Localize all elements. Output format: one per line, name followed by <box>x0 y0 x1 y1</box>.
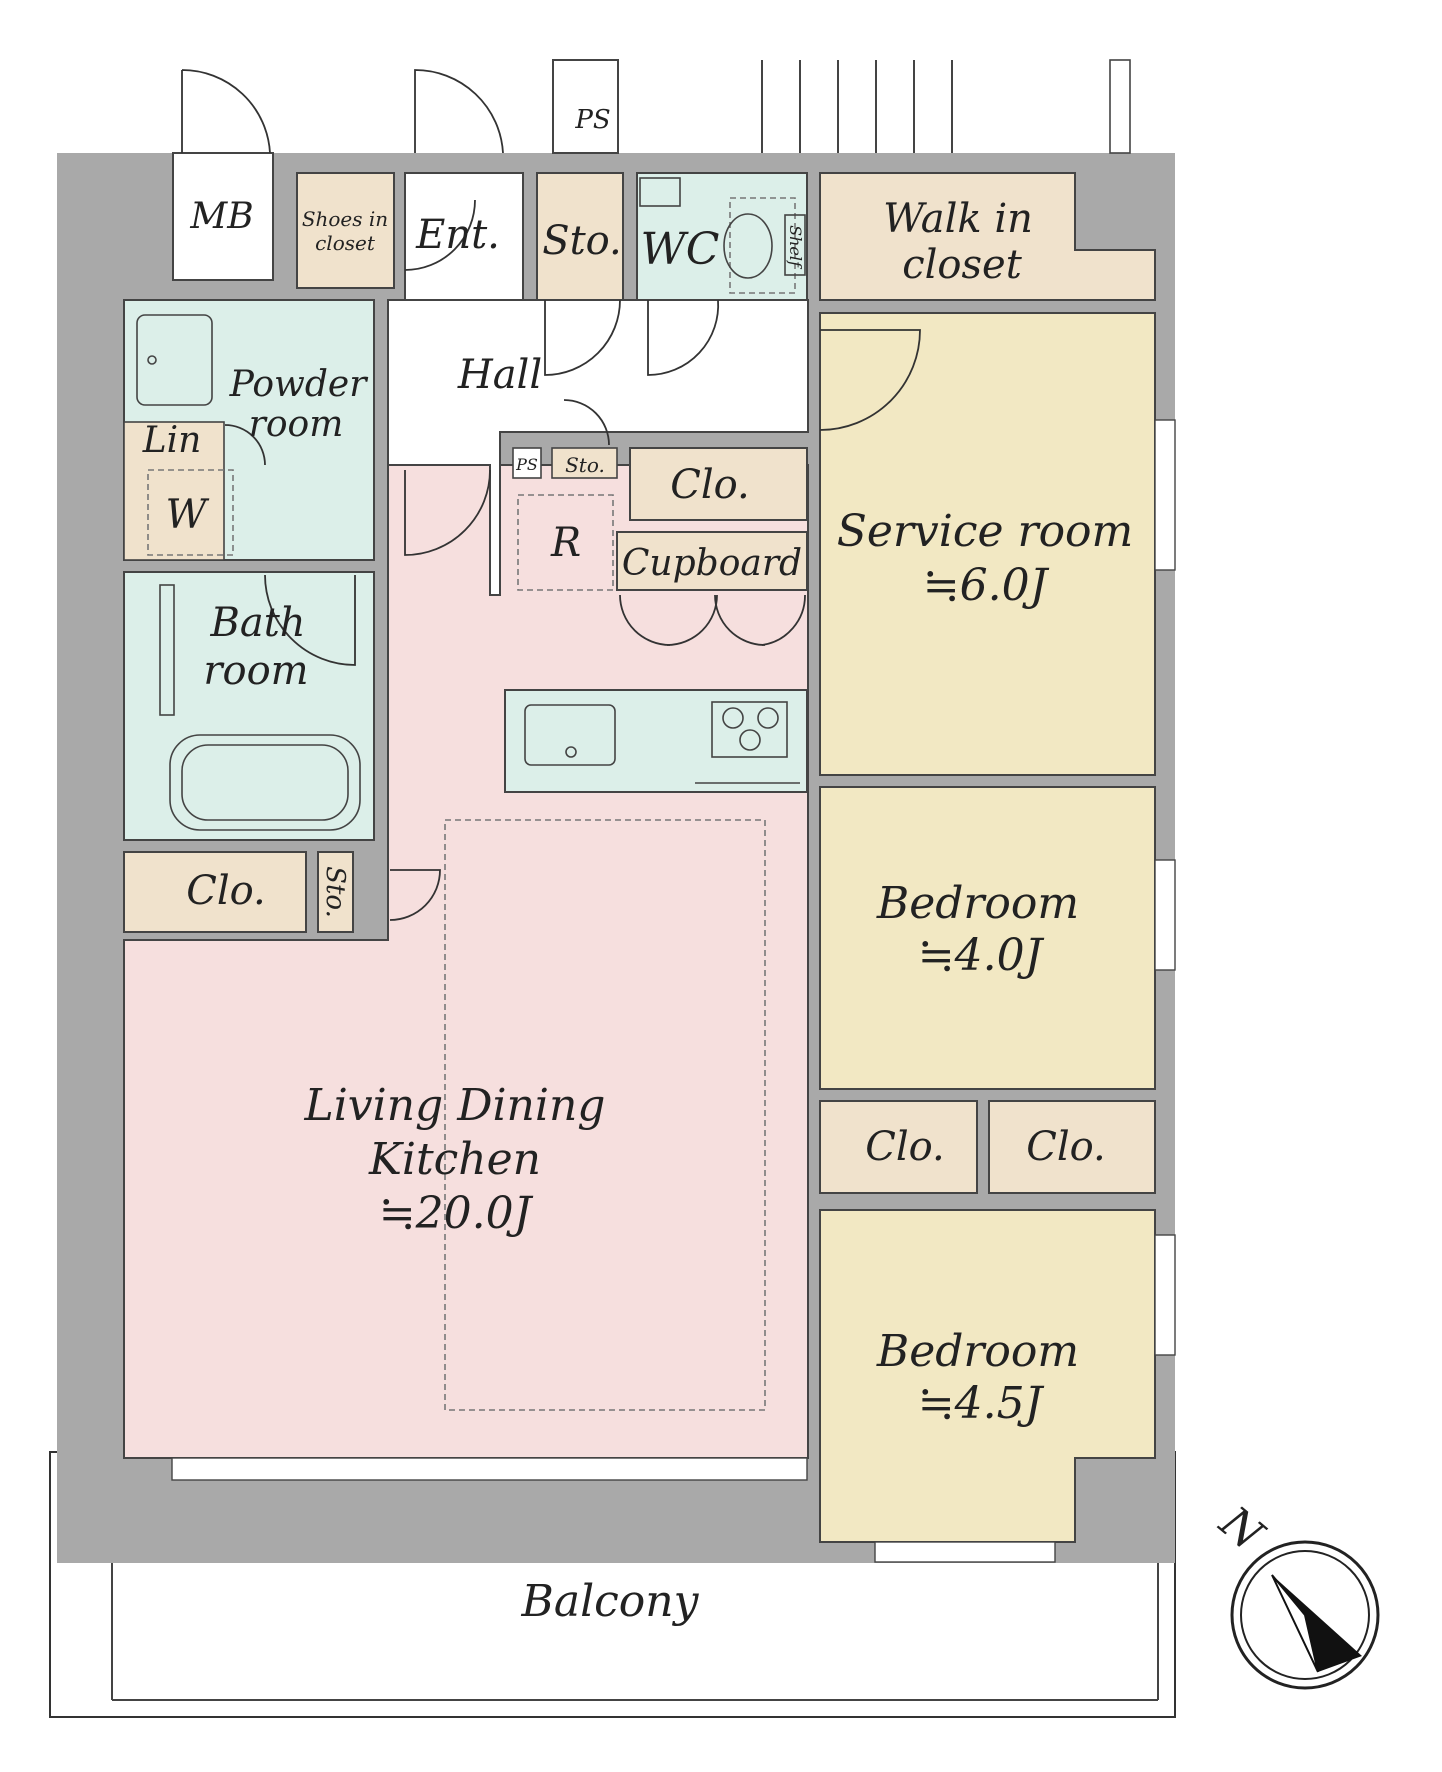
label-ldk-size: ≒20.0J <box>379 1188 534 1239</box>
room-bath <box>123 571 375 841</box>
label-walk-in-1: Walk in <box>883 196 1033 242</box>
label-bedroom-1-size: ≒4.0J <box>918 930 1045 981</box>
room-clo-bath <box>123 851 307 933</box>
powder-sink <box>136 314 213 406</box>
label-cupboard: Cupboard <box>622 543 802 584</box>
room-shoes <box>296 172 395 289</box>
doors <box>181 69 921 921</box>
label-bath-2: room <box>203 648 308 694</box>
label-powder-2: room <box>249 404 344 445</box>
label-bedroom-2-size: ≒4.5J <box>918 1378 1045 1429</box>
room-clo-bed-right <box>988 1100 1156 1194</box>
label-service-name: Service room <box>837 506 1134 557</box>
label-sto-top: Sto. <box>542 218 622 264</box>
label-washer: W <box>165 492 209 538</box>
labels: MB Shoes in closet Ent. Sto. WC Shelf PS… <box>142 105 1134 1627</box>
label-ldk-2: Kitchen <box>368 1134 541 1185</box>
label-clo-kitchen: Clo. <box>670 462 750 508</box>
label-shoes-2: closet <box>315 231 376 255</box>
compass-arrow-icon <box>1272 1575 1362 1672</box>
room-ps-top <box>552 59 619 154</box>
label-clo-bed-left: Clo. <box>865 1124 945 1170</box>
dining-area-outline <box>444 819 766 1411</box>
room-fills <box>123 59 1156 1543</box>
label-bedroom-2-name: Bedroom <box>876 1326 1079 1377</box>
room-bedroom-2 <box>819 1209 1156 1543</box>
label-entrance: Ent. <box>415 212 500 258</box>
label-clo-bath: Clo. <box>186 868 266 914</box>
label-service-size: ≒6.0J <box>923 560 1050 611</box>
label-wc: WC <box>641 224 720 275</box>
label-sto-small: Sto. <box>565 453 605 477</box>
stove <box>711 701 788 758</box>
label-lin: Lin <box>142 420 202 461</box>
room-mb <box>172 152 274 281</box>
room-clo-bed-left <box>819 1100 978 1194</box>
bathtub <box>169 734 361 831</box>
label-mb: MB <box>189 196 253 237</box>
label-fridge: R <box>550 520 581 566</box>
wall-details <box>171 59 1176 1563</box>
label-clo-bed-right: Clo. <box>1026 1124 1106 1170</box>
room-bedroom-1 <box>819 786 1156 1090</box>
label-bath-1: Bath <box>209 600 305 646</box>
kitchen-counter <box>504 689 808 793</box>
label-ldk-1: Living Dining <box>304 1080 606 1131</box>
compass-north-label: N <box>1209 1496 1273 1561</box>
room-cupboard <box>616 531 808 591</box>
label-shoes-1: Shoes in <box>302 207 388 231</box>
label-hall: Hall <box>457 352 542 398</box>
label-ps-small: PS <box>515 455 538 474</box>
label-ps-top: PS <box>574 105 610 135</box>
label-balcony: Balcony <box>521 1576 700 1627</box>
label-bedroom-1-name: Bedroom <box>876 878 1079 929</box>
room-walk-in <box>819 172 1156 301</box>
room-wc <box>636 172 808 301</box>
room-clo-kitchen <box>629 447 808 521</box>
room-sto-top <box>536 172 624 301</box>
label-sto-vertical: Sto. <box>320 866 350 918</box>
room-sto-vertical <box>317 851 354 933</box>
room-hall <box>387 299 809 596</box>
room-sto-small <box>551 447 618 479</box>
room-service <box>819 312 1156 776</box>
kitchen-sink <box>524 704 616 766</box>
fixtures <box>136 177 806 1411</box>
label-walk-in-2: closet <box>902 242 1022 288</box>
compass: N <box>1209 1496 1380 1690</box>
label-powder-1: Powder <box>229 364 369 405</box>
room-ps-small <box>512 447 542 479</box>
label-shelf: Shelf <box>786 225 805 270</box>
